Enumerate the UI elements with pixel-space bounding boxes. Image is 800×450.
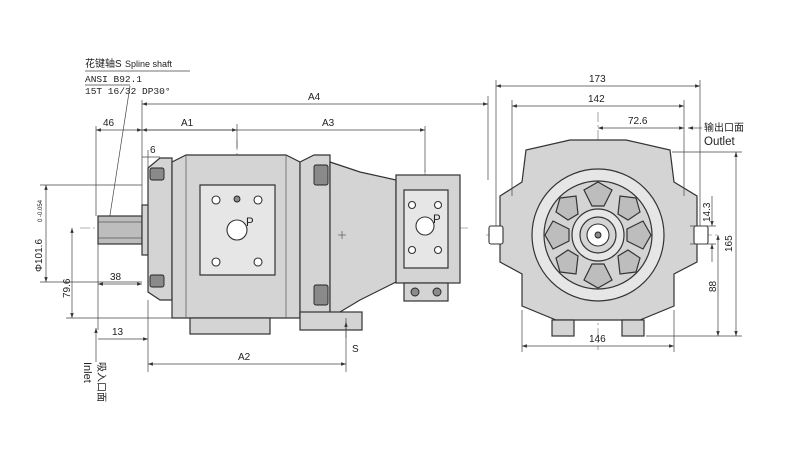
- spline-spec: 15T 16/32 DP30°: [85, 86, 171, 97]
- dim-72-6-label: 72.6: [628, 116, 648, 127]
- flange-bolt-bottom: [149, 274, 165, 288]
- dim-a4-label: A4: [308, 92, 321, 103]
- dim-38-label: 38: [110, 272, 122, 283]
- port-bolt-1: [211, 195, 221, 205]
- dim-phi101-tol: 0 -0.054: [38, 199, 44, 222]
- s-label: S: [352, 344, 359, 355]
- flange-bolt-top: [149, 167, 165, 181]
- dim-165-label: 165: [724, 235, 735, 252]
- dim-142-label: 142: [588, 94, 605, 105]
- outlet-en-label: Outlet: [704, 136, 735, 148]
- dim-a1-label: A1: [181, 118, 194, 129]
- second-port-hole: [415, 216, 435, 236]
- front-view: [486, 112, 720, 350]
- inlet-cn-label: 吸入口面: [95, 362, 106, 402]
- spline-title-en: Spline shaft: [125, 59, 173, 69]
- dim-46-label: 46: [103, 118, 115, 129]
- front-view-dimensions: 173 142 72.6 输出口面 Outlet 14.3 165 88 146: [495, 74, 744, 352]
- port-bolt-5: [233, 195, 241, 203]
- pressure-port-label: P: [246, 217, 254, 229]
- dim-phi101-label: Φ101.6: [34, 239, 45, 272]
- mid-bolt-top: [313, 164, 329, 186]
- side-view: P P: [80, 140, 470, 335]
- front-foot-right: [621, 319, 645, 337]
- mounting-foot-rear: [299, 311, 363, 331]
- spline-shaft-note: 花键轴S Spline shaft ANSI B92.1 15T 16/32 D…: [85, 57, 190, 229]
- front-foot-left: [551, 319, 575, 337]
- port-bolt-2: [253, 195, 263, 205]
- spline-standard: ANSI B92.1: [85, 74, 142, 85]
- front-ribs: [544, 181, 652, 289]
- inlet-indicator: Inlet 吸入口面: [81, 328, 106, 402]
- mounting-foot-main: [189, 317, 271, 335]
- dim-14-3-label: 14.3: [702, 202, 713, 222]
- front-flange-slot-left: [488, 225, 504, 245]
- pressure-port-hole: [226, 219, 248, 241]
- side-view-dimensions: A4 46 A1 A3 6 Φ101.6 0 -0.054 79.6 38: [34, 92, 489, 372]
- dim-a2-label: A2: [238, 352, 251, 363]
- spline-leader: [107, 85, 131, 229]
- dim-6-label: 6: [150, 145, 156, 156]
- dim-13-label: 13: [112, 327, 124, 338]
- dim-173-label: 173: [589, 74, 606, 85]
- dim-146-label: 146: [589, 334, 606, 345]
- second-port-label: P: [433, 214, 441, 226]
- second-pump-foot: [403, 282, 449, 302]
- spline-title: 花键轴S: [85, 57, 122, 70]
- mid-bolt-bottom: [313, 284, 329, 306]
- outlet-cn-label: 输出口面: [704, 121, 744, 134]
- port-bolt-4: [253, 257, 263, 267]
- front-flange-slot-right: [693, 225, 709, 245]
- port-bolt-3: [211, 257, 221, 267]
- dim-88-label: 88: [708, 280, 719, 292]
- dim-79-6-label: 79.6: [62, 278, 73, 298]
- inlet-en-label: Inlet: [81, 362, 93, 383]
- spline-shaft: [97, 215, 143, 245]
- dim-a3-label: A3: [322, 118, 335, 129]
- rear-body: [329, 161, 397, 320]
